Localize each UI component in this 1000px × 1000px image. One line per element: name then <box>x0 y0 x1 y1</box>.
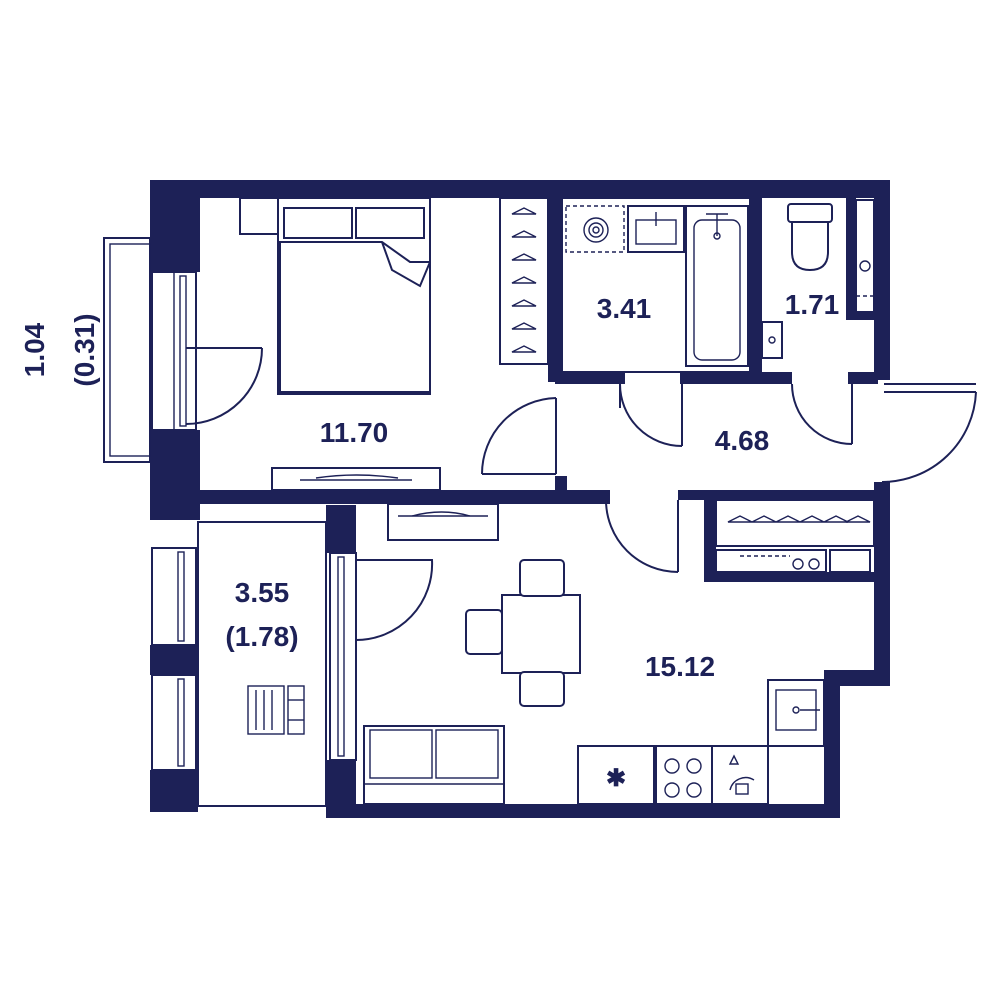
bedroom: 11.70 <box>185 197 557 491</box>
room-area-bedroom: 11.70 <box>320 417 389 448</box>
door-swing-icon <box>185 347 263 425</box>
radiator-icon <box>387 503 499 541</box>
bathtub-icon <box>685 205 749 367</box>
door-swing-icon <box>355 559 434 642</box>
door-swing-icon <box>791 383 853 445</box>
door-swing-icon <box>481 397 557 475</box>
oven-icon <box>711 745 769 805</box>
kitchen-living: ✱ 15.12 <box>355 503 825 805</box>
room-area-loggia-reduced: (1.78) <box>225 621 298 652</box>
sofa-icon <box>363 725 505 805</box>
dining-table-icon <box>465 559 581 707</box>
cooktop-icon <box>655 745 713 805</box>
room-area-toilet: 1.71 <box>785 289 840 320</box>
room-area-hall: 4.68 <box>715 425 770 456</box>
shoe-rack <box>715 549 871 573</box>
fridge-icon: ✱ <box>577 745 655 805</box>
room-area-loggia: 3.55 <box>235 577 290 608</box>
door-swing-icon <box>619 383 683 447</box>
radiator-icon <box>271 467 441 491</box>
kitchen-sink-icon <box>767 679 825 747</box>
double-bed-icon <box>239 197 431 395</box>
loggia-chair-icon <box>247 685 305 735</box>
room-area-bathroom: 3.41 <box>597 293 652 324</box>
room-area-kitchen-living: 15.12 <box>645 651 715 682</box>
window-icon <box>151 271 197 431</box>
room-area-balcony: 1.04 <box>19 322 50 377</box>
bathroom: 3.41 <box>561 197 751 373</box>
door-swing-icon <box>881 383 977 484</box>
svg-text:✱: ✱ <box>606 765 626 792</box>
window-icon <box>151 674 197 771</box>
toilet-room: 1.71 <box>761 199 875 359</box>
loggia <box>197 521 327 807</box>
wardrobe-hangers-icon <box>715 499 875 547</box>
window-icon <box>151 547 197 646</box>
boiler-icon <box>855 199 875 313</box>
door-swing-icon <box>605 499 679 573</box>
washing-machine-icon <box>565 205 625 253</box>
bathroom-sink-icon <box>627 205 685 253</box>
walls <box>150 180 890 818</box>
toilet-icon <box>787 203 833 272</box>
wardrobe-hangers-icon <box>499 197 549 365</box>
window-icon <box>329 552 357 761</box>
hall: 4.68 <box>605 383 977 573</box>
windows <box>151 271 357 771</box>
balcony <box>103 237 151 463</box>
room-area-balcony-reduced: (0.31) <box>69 313 100 386</box>
wall-sink-icon <box>761 321 783 359</box>
